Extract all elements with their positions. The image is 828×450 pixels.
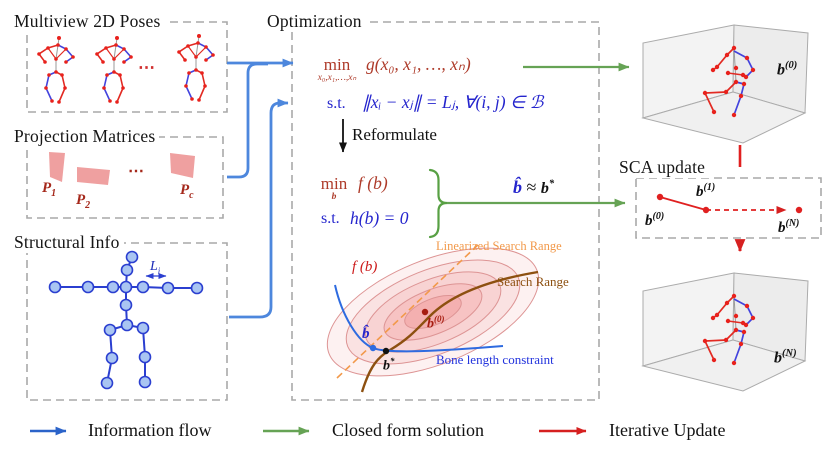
camera-plane-c bbox=[170, 153, 195, 178]
pose-2d-skeleton bbox=[176, 33, 216, 103]
sca-point-b0 bbox=[656, 193, 664, 201]
contour-b0-label: b(0) bbox=[427, 314, 445, 332]
multiview-poses-drawing bbox=[36, 33, 216, 105]
reformulate-label: Reformulate bbox=[352, 125, 437, 144]
cube-3d-skeleton bbox=[642, 24, 809, 144]
sca-bn-label: b(N) bbox=[778, 218, 800, 236]
b-hat-point bbox=[369, 344, 377, 352]
cube-top-label: b(0) bbox=[777, 60, 798, 79]
multiview-box-title: Multiview 2D Poses bbox=[10, 11, 165, 32]
multiview-ellipsis: ⋯ bbox=[138, 58, 157, 77]
approx-equation: b̂ ≈ b* bbox=[513, 177, 555, 197]
arrow-projection-to-objective bbox=[227, 62, 268, 179]
search-range-label: Search Range bbox=[497, 274, 569, 289]
problem1-min: min x₀,x₁,…,xₙ bbox=[317, 55, 357, 83]
problem2-objective: f (b) bbox=[358, 173, 388, 193]
problem1-objective: g(x₀, x₁, …, xₙ) bbox=[366, 54, 471, 74]
b-star-point bbox=[382, 347, 390, 355]
structural-skeleton-drawing bbox=[48, 250, 204, 390]
projection-ellipsis: ⋯ bbox=[128, 163, 146, 180]
arrow-structural-to-constraint bbox=[229, 98, 289, 319]
pose-2d-skeleton bbox=[36, 35, 76, 105]
sca-b0-label: b(0) bbox=[645, 211, 665, 229]
sca-point-bn bbox=[795, 206, 803, 214]
optimization-box-title: Optimization bbox=[263, 11, 366, 32]
problem2-min: min b bbox=[320, 174, 348, 202]
projection-label-p2: P2 bbox=[76, 192, 91, 211]
contour-bstar-label: b* bbox=[383, 356, 395, 374]
problem2-st: s.t. bbox=[321, 210, 340, 227]
contour-bhat-label: b̂ bbox=[362, 326, 370, 342]
sca-b1-label: b(1) bbox=[696, 182, 716, 200]
pose-2d-skeleton bbox=[94, 35, 134, 105]
pose3d-initial-cube bbox=[642, 24, 809, 144]
brace bbox=[428, 168, 448, 239]
linearized-search-label: Linearized Search Range bbox=[436, 239, 562, 253]
camera-plane-1 bbox=[49, 152, 65, 182]
problem2-constraint: h(b) = 0 bbox=[350, 208, 409, 228]
cube-3d-skeleton bbox=[642, 272, 809, 392]
bone-constraint-label: Bone length constraint bbox=[436, 352, 554, 367]
projection-label-p1: P1 bbox=[42, 180, 57, 199]
contour-f-label: f (b) bbox=[352, 259, 378, 275]
legend-closed-form-label: Closed form solution bbox=[332, 420, 484, 440]
legend-iterative-label: Iterative Update bbox=[609, 420, 726, 440]
camera-plane-2 bbox=[77, 167, 110, 185]
cube-bottom-label: b(N) bbox=[774, 348, 797, 367]
legend-info-flow-label: Information flow bbox=[88, 420, 212, 440]
structural-box-title: Structural Info bbox=[10, 232, 124, 253]
contour-plot bbox=[326, 242, 540, 393]
problem1-st: s.t. bbox=[327, 95, 346, 112]
problem1-constraint: ∥xᵢ − xⱼ∥ = Lⱼ, ∀(i, j) ∈ ℬ bbox=[362, 92, 544, 112]
b-star: b* bbox=[540, 178, 555, 197]
sca-point-b1 bbox=[702, 206, 710, 214]
projection-matrices-drawing bbox=[49, 152, 195, 185]
b-hat: b̂ bbox=[513, 177, 522, 197]
bone-length-label: Li bbox=[150, 259, 161, 276]
projection-label-pc: Pc bbox=[180, 182, 194, 201]
projection-box-title: Projection Matrices bbox=[10, 126, 160, 147]
pose3d-final-cube bbox=[642, 272, 809, 392]
sca-box-title: SCA update bbox=[615, 157, 710, 178]
